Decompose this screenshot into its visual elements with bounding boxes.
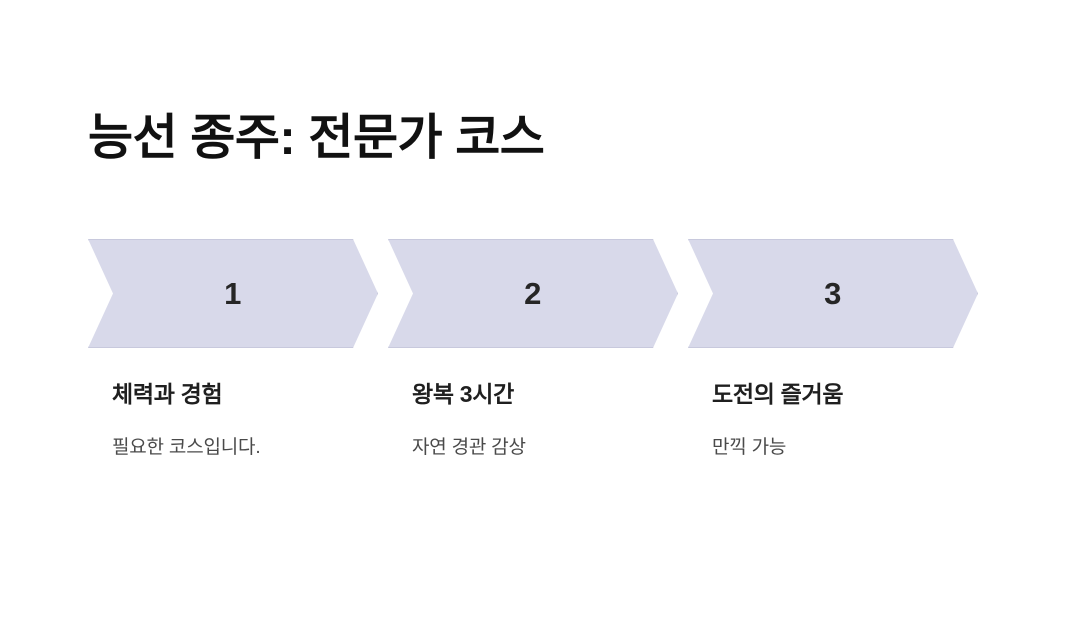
chevron-shape-icon: [688, 239, 978, 348]
chevron-shape-icon: [88, 239, 378, 348]
caption-subtext: 자연 경관 감상: [412, 436, 526, 458]
chevron-step-number: 1: [224, 275, 242, 311]
chevron-step-2[interactable]: 2: [388, 239, 688, 348]
caption-block-3: 도전의 즐거움 만끽 가능: [712, 380, 992, 461]
page-title: 능선 종주: 전문가 코스: [88, 111, 545, 165]
chevron-step-number: 3: [824, 275, 842, 311]
process-chevron-row: 1 2 3: [88, 239, 988, 348]
caption-subtext: 만끽 가능: [712, 436, 787, 458]
caption-heading: 체력과 경험: [112, 381, 223, 407]
chevron-shape-icon: [388, 239, 678, 348]
caption-block-1: 체력과 경험 필요한 코스입니다.: [112, 380, 392, 461]
caption-heading: 도전의 즐거움: [712, 381, 844, 407]
chevron-step-1[interactable]: 1: [88, 239, 388, 348]
chevron-step-3[interactable]: 3: [688, 239, 988, 348]
caption-row: 체력과 경험 필요한 코스입니다. 왕복 3시간 자연 경관 감상 도전의 즐거…: [88, 380, 988, 500]
caption-heading: 왕복 3시간: [412, 381, 515, 407]
caption-subtext: 필요한 코스입니다.: [112, 436, 261, 458]
caption-block-2: 왕복 3시간 자연 경관 감상: [412, 380, 692, 461]
chevron-step-number: 2: [524, 275, 542, 311]
